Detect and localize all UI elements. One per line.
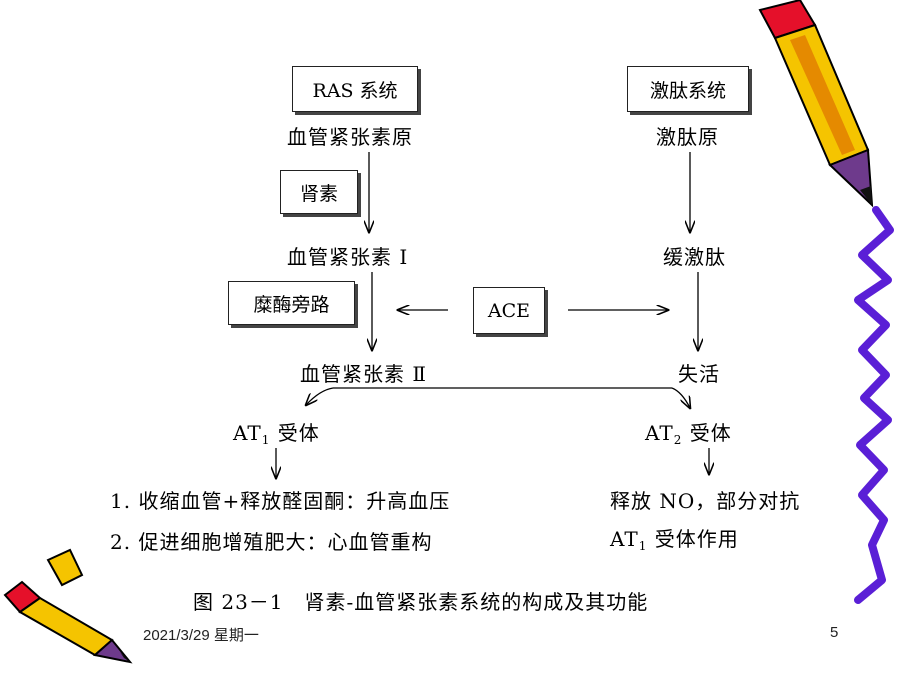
- bradykinin-label: 缓激肽: [663, 245, 726, 269]
- effect-1-label: 1. 收缩血管+释放醛固酮：升高血压: [110, 489, 451, 513]
- kininogen-label: 激肽原: [656, 125, 719, 149]
- ace-label: ACE: [487, 299, 531, 322]
- figure-caption: 图 23－1 肾素-血管紧张素系统的构成及其功能: [193, 590, 649, 614]
- kinin-system-label: 激肽系统: [649, 79, 726, 102]
- arrow-ang2-split-left: [306, 387, 334, 405]
- ras-system-box: RAS 系统: [292, 66, 418, 112]
- inactivation-label: 失活: [678, 362, 720, 386]
- effect-2-label: 2. 促进细胞增殖肥大：心血管重构: [110, 530, 433, 554]
- chymase-pathway-label: 糜酶旁路: [253, 293, 330, 316]
- at2-effect-1-label: 释放 NO，部分对抗: [610, 489, 801, 513]
- ace-box: ACE: [473, 287, 545, 334]
- pencil-icon-bottom-left: [3, 548, 133, 664]
- arrow-ang2-split-right: [671, 387, 690, 408]
- slide-page-number: 5: [830, 624, 839, 641]
- squiggle-line: [854, 206, 894, 604]
- kinin-system-box: 激肽系统: [627, 66, 749, 112]
- at2-receptor-label: AT2 受体: [645, 421, 732, 447]
- angiotensin-1-label: 血管紧张素 I: [287, 245, 409, 269]
- angiotensin-2-label: 血管紧张素 Ⅱ: [300, 362, 427, 386]
- renin-box: 肾素: [280, 170, 358, 214]
- at2-effect-2-label: AT1 受体作用: [610, 527, 739, 553]
- chymase-pathway-box: 糜酶旁路: [228, 281, 355, 325]
- renin-label: 肾素: [299, 182, 338, 205]
- ras-system-label: RAS 系统: [312, 79, 398, 102]
- angiotensinogen-label: 血管紧张素原: [287, 125, 413, 149]
- at1-receptor-label: AT1 受体: [233, 421, 320, 447]
- pencil-icon-top-right: [758, 0, 874, 208]
- slide-date: 2021/3/29 星期一: [143, 627, 259, 644]
